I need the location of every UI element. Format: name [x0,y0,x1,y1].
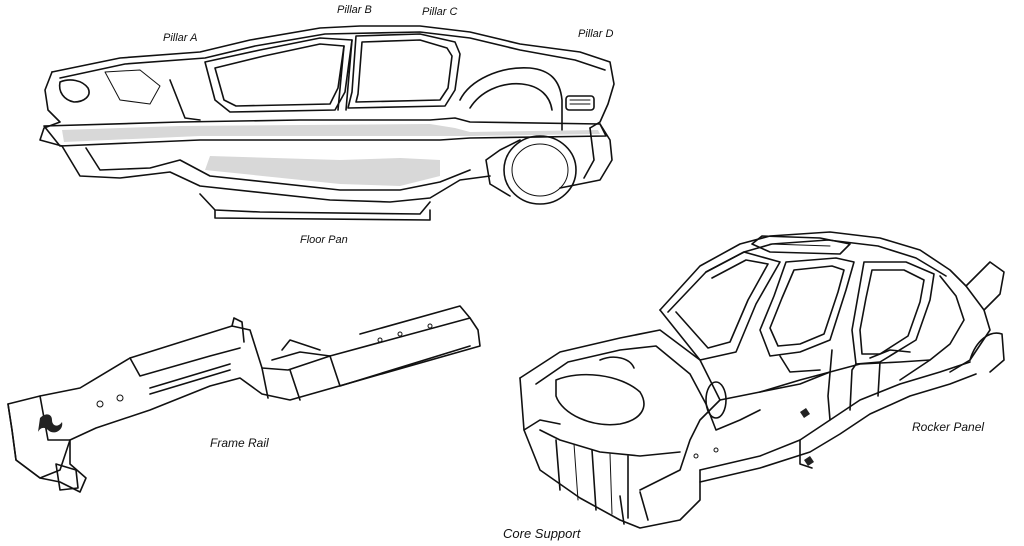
label-pillar-d: Pillar D [578,28,614,40]
label-pillar-c: Pillar C [422,6,458,18]
label-rocker-panel: Rocker Panel [912,420,985,434]
label-frame-rail: Frame Rail [210,436,269,450]
label-pillar-a: Pillar A [163,32,198,44]
label-floor-pan: Floor Pan [300,234,348,246]
label-pillar-b: Pillar B [337,4,372,16]
label-core-support: Core Support [503,526,581,541]
body-shell-drawing [39,25,615,221]
